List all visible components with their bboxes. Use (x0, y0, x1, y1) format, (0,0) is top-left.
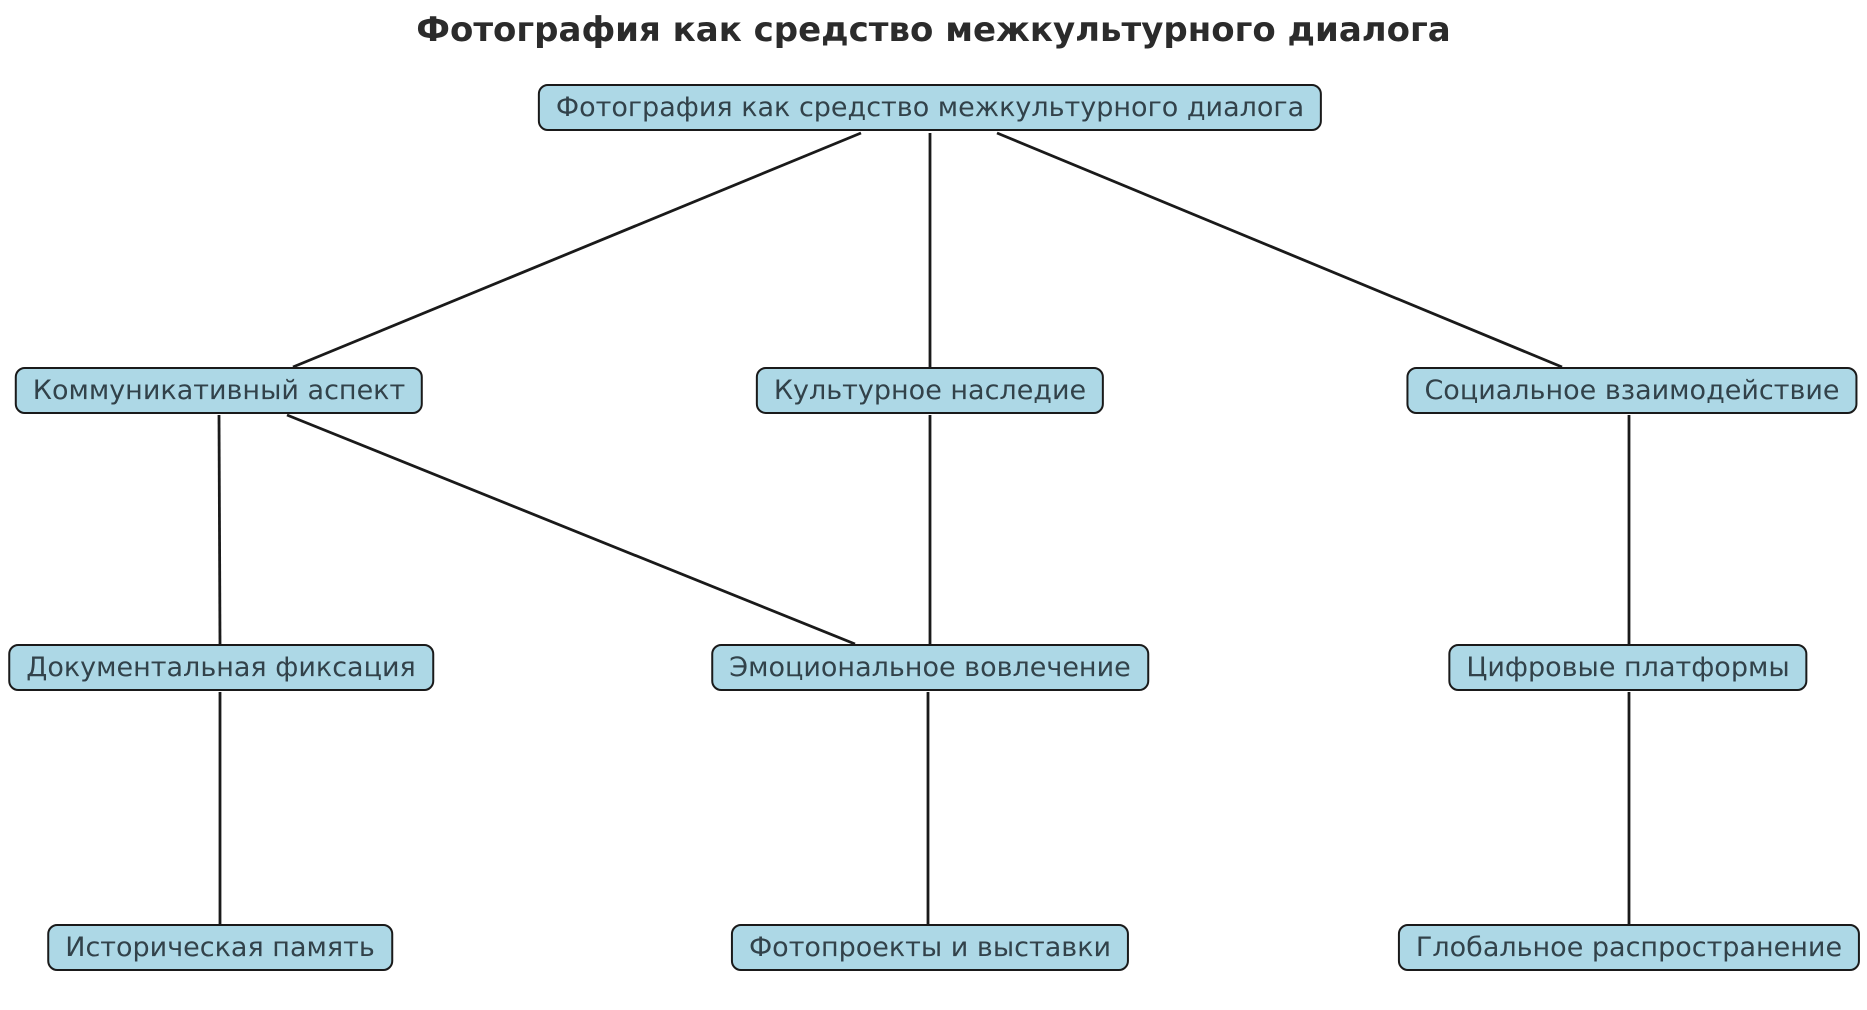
diagram-title: Фотография как средство межкультурного д… (416, 10, 1451, 50)
node-communicative: Коммуникативный аспект (14, 367, 424, 414)
edge-communicative-emotional (286, 413, 856, 646)
edge-root-social (996, 131, 1563, 369)
edge-communicative-documentary (217, 414, 222, 645)
edge-root-communicative (292, 131, 862, 369)
node-documentary: Документальная фиксация (8, 644, 434, 691)
node-digital: Цифровые платформы (1448, 644, 1808, 691)
node-projects: Фотопроекты и выставки (730, 924, 1130, 971)
node-root: Фотография как средство межкультурного д… (537, 84, 1323, 131)
node-social: Социальное взаимодействие (1406, 367, 1858, 414)
node-memory: Историческая память (47, 924, 393, 971)
node-emotional: Эмоциональное вовлечение (711, 644, 1149, 691)
node-global: Глобальное распространение (1397, 924, 1861, 971)
node-heritage: Культурное наследие (755, 367, 1105, 414)
